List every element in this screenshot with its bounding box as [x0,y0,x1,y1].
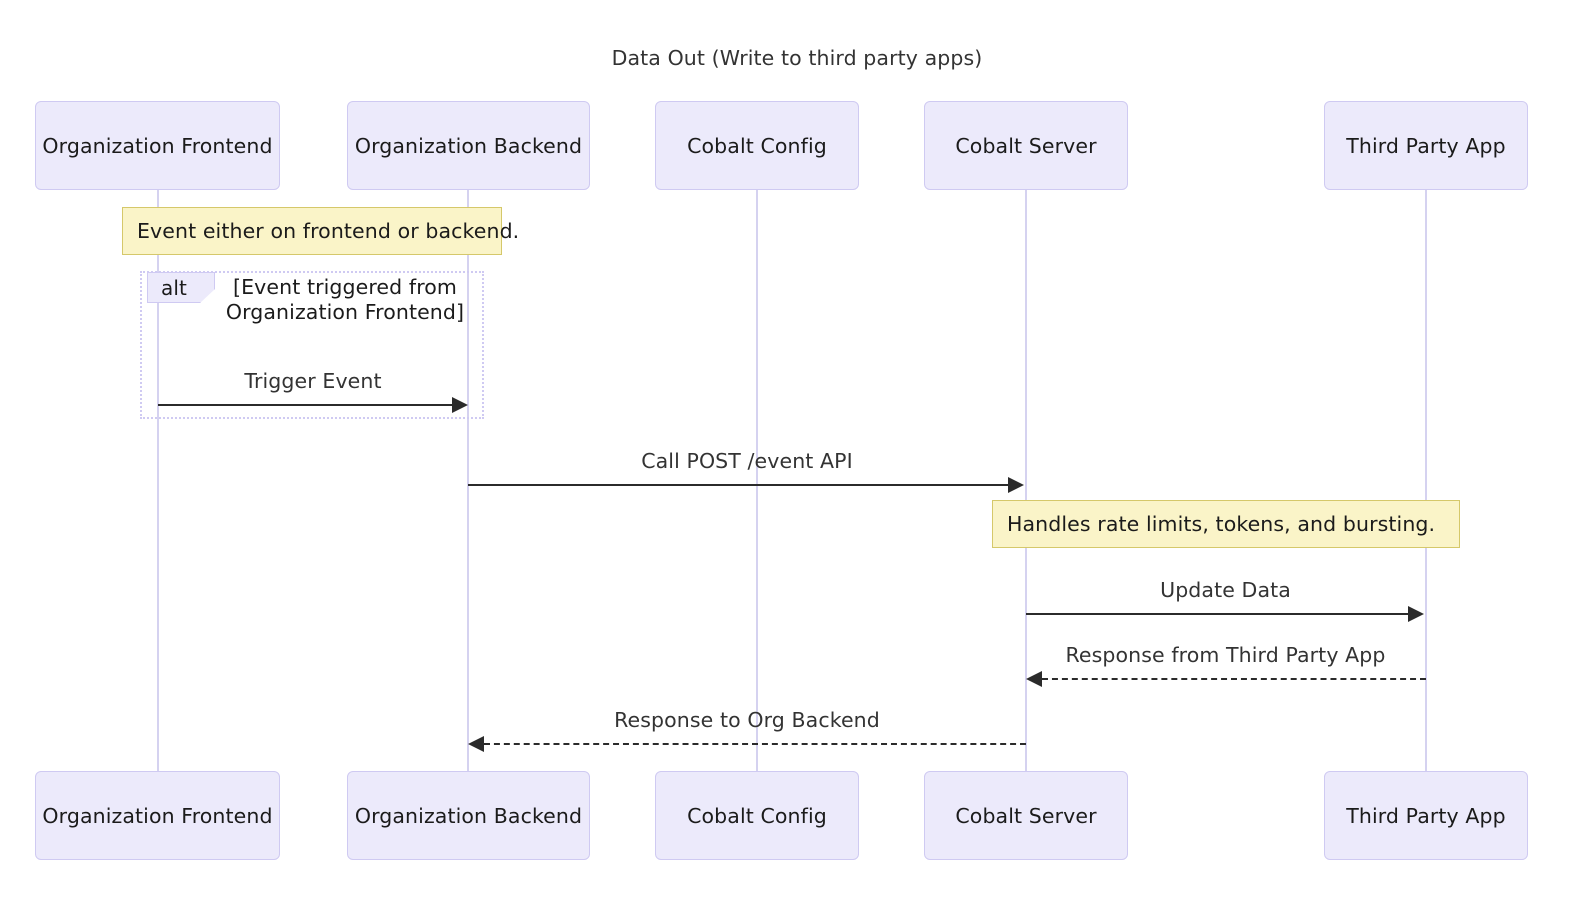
participant-box-bottom-org-frontend[interactable]: Organization Frontend [35,771,280,860]
alt-fragment-keyword-tag: alt [147,272,215,303]
lifeline-org-backend [467,190,469,772]
participant-label: Organization Backend [354,133,583,158]
message-arrowhead-response-from-third-party-app [1026,671,1042,687]
note-event-source: Event either on frontend or backend. [122,207,519,255]
participant-label: Cobalt Config [687,803,827,828]
lifeline-cobalt-server [1025,190,1027,772]
participant-box-bottom-cobalt-config[interactable]: Cobalt Config [655,771,859,860]
message-line-response-from-third-party-app [1042,678,1426,680]
message-arrowhead-update-data [1408,606,1424,622]
lifeline-third-party-app [1425,190,1427,772]
message-label-trigger-event: Trigger Event [244,369,382,393]
note-text: Event either on frontend or backend. [137,219,520,243]
lifeline-cobalt-config [756,190,758,772]
alt-condition-line-1: [Event triggered from [233,275,457,299]
participant-box-top-cobalt-server[interactable]: Cobalt Server [924,101,1128,190]
alt-fragment-condition: [Event triggered from Organization Front… [200,275,490,325]
message-line-call-post-event-api [468,484,1009,486]
message-line-trigger-event [158,404,453,406]
note-rate-limits: Handles rate limits, tokens, and burstin… [992,500,1460,548]
participant-label: Organization Frontend [42,803,273,828]
participant-box-bottom-org-backend[interactable]: Organization Backend [347,771,590,860]
participant-box-top-cobalt-config[interactable]: Cobalt Config [655,101,859,190]
participant-label: Third Party App [1346,803,1506,828]
note-text: Handles rate limits, tokens, and burstin… [1007,512,1436,536]
message-arrowhead-response-to-org-backend [468,736,484,752]
message-label-update-data: Update Data [1160,578,1291,602]
alt-fragment-frame [140,271,484,419]
participant-label: Cobalt Server [955,133,1097,158]
participant-label: Organization Frontend [42,133,273,158]
participant-box-bottom-cobalt-server[interactable]: Cobalt Server [924,771,1128,860]
participant-label: Cobalt Config [687,133,827,158]
diagram-title: Data Out (Write to third party apps) [611,46,983,70]
participant-box-top-org-frontend[interactable]: Organization Frontend [35,101,280,190]
participant-box-top-org-backend[interactable]: Organization Backend [347,101,590,190]
message-label-response-from-third-party-app: Response from Third Party App [1065,643,1386,667]
alt-fragment-keyword-label: alt [161,275,187,300]
lifeline-org-frontend [157,190,159,772]
message-label-response-to-org-backend: Response to Org Backend [614,708,880,732]
participant-box-top-third-party-app[interactable]: Third Party App [1324,101,1528,190]
participant-label: Third Party App [1346,133,1506,158]
alt-condition-line-2: Organization Frontend] [225,300,465,324]
message-line-update-data [1026,613,1409,615]
message-arrowhead-trigger-event [452,397,468,413]
message-line-response-to-org-backend [484,743,1026,745]
message-arrowhead-call-post-event-api [1008,477,1024,493]
participant-box-bottom-third-party-app[interactable]: Third Party App [1324,771,1528,860]
participant-label: Cobalt Server [955,803,1097,828]
message-label-call-post-event-api: Call POST /event API [641,449,853,473]
participant-label: Organization Backend [354,803,583,828]
